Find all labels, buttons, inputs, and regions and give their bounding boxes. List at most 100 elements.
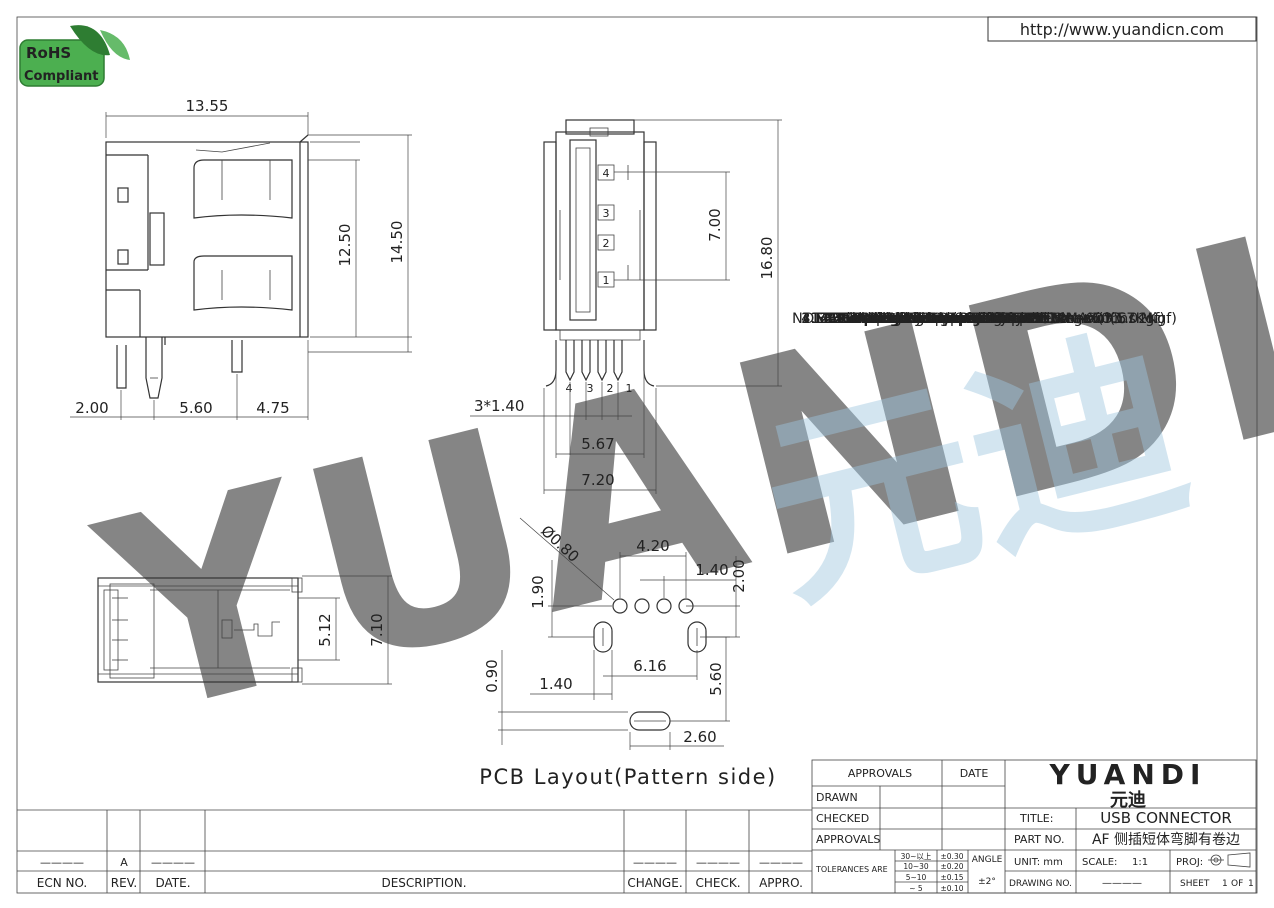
svg-text:SCALE:: SCALE:: [1082, 857, 1117, 868]
title-value: USB CONNECTOR: [1100, 809, 1232, 827]
note-line: 2.4 Insulation Resistance:1000 Mega ohms…: [792, 311, 1171, 327]
dim-0-90: 0.90: [483, 659, 501, 692]
sheet-border: [16, 16, 1258, 894]
svg-text:UNIT: mm: UNIT: mm: [1014, 857, 1063, 868]
svg-text:TITLE:: TITLE:: [1019, 812, 1053, 825]
svg-text:1: 1: [1222, 879, 1228, 889]
svg-text:10~30: 10~30: [903, 862, 929, 871]
dim-2-60: 2.60: [683, 728, 716, 746]
note-line: 1.2 terminals:Copper Alloy: [792, 311, 1009, 327]
dim-5-60-pcb: 5.60: [707, 662, 725, 695]
svg-text:CHECK.: CHECK.: [695, 876, 740, 890]
side-view: 13.55 12.50 14.50 2.00 5.60 4.75: [70, 97, 412, 420]
url-text: http://www.yuandicn.com: [1020, 20, 1224, 39]
dim-2-00-pcb: 2.00: [730, 559, 748, 592]
svg-text:2: 2: [603, 237, 610, 250]
dim-5-60: 5.60: [179, 399, 212, 417]
pcb-hole: [612, 598, 628, 614]
svg-text:±2°: ±2°: [978, 877, 996, 887]
dim-3x1-40: 3*1.40: [474, 397, 524, 415]
top-view: 5.12 7.10: [97, 575, 392, 685]
svg-text:1: 1: [626, 382, 633, 395]
dim-2-00: 2.00: [75, 399, 108, 417]
svg-text:1:1: 1:1: [1132, 857, 1148, 868]
rohs-text: RoHS: [26, 44, 71, 62]
note-line: 3.2 Connector Unmating force:10N min(1.0…: [792, 311, 1177, 327]
note-line: NOTES:: [792, 311, 847, 327]
svg-text:DRAWING NO.: DRAWING NO.: [1009, 879, 1072, 889]
svg-text:3: 3: [603, 207, 610, 220]
svg-text:APPROVALS: APPROVALS: [816, 833, 880, 846]
svg-text:CHANGE.: CHANGE.: [627, 876, 682, 890]
note-line: 1.3 Shell:Steel&Copper Alloy: [792, 311, 1024, 327]
note-line: 2.ELECTRICAL CHARACTERISTICS:: [792, 311, 1047, 327]
pcb-caption: PCB Layout(Pattern side): [479, 765, 776, 789]
dim-13-55: 13.55: [186, 97, 229, 115]
svg-text:————: ————: [1102, 878, 1142, 889]
note-line: 2.1 Rating Current :1.5 Ampere: [792, 311, 1052, 327]
svg-text:30~以上: 30~以上: [901, 852, 932, 861]
dim-6-16: 6.16: [633, 657, 666, 675]
svg-text:±0.15: ±0.15: [941, 873, 964, 882]
note-line: 4.ENVIRONMENT CHARACTERISTICS:: [792, 311, 1067, 327]
projection-symbol-icon: [1208, 852, 1251, 868]
side-body: [105, 141, 309, 338]
front-view: 4 3 2 1 4 3 2 1 7.00 16.80 3*1.40 5: [470, 119, 782, 494]
pcb-hole: [656, 598, 672, 614]
svg-text:~ 5: ~ 5: [909, 884, 923, 893]
note-line: 4.2 Storage temperature:-20℃ to +60℃: [792, 311, 1120, 327]
dim-5-67: 5.67: [581, 435, 614, 453]
svg-text:CHECKED: CHECKED: [816, 812, 869, 825]
svg-text:DESCRIPTION.: DESCRIPTION.: [381, 876, 466, 890]
pcb-hole: [634, 598, 650, 614]
part-value: AF 侧插短体弯脚有卷边: [1092, 831, 1240, 848]
dim-5-12: 5.12: [316, 613, 334, 646]
note-line: 1.1 Housing:thermoplastic plastics: [792, 311, 1066, 327]
svg-text:1: 1: [603, 274, 610, 287]
svg-text:APPROVALS: APPROVALS: [848, 767, 912, 780]
company-logo-cn: 元迪: [1110, 790, 1146, 811]
dim-12-50: 12.50: [336, 224, 354, 267]
svg-text:±0.30: ±0.30: [941, 852, 964, 861]
note-line: 2.3 Contact Resistance:30 Milli ohms: [792, 311, 1093, 327]
note-line: Tin plated in termination: [792, 311, 1018, 327]
note-line: Nickel Plated overall: [792, 311, 1005, 327]
note-line: 3.MECHANICAL CHARACTERISTICS:: [792, 311, 1055, 327]
note-line: Gold plated in contact area:: [792, 311, 1041, 327]
svg-text:OF: OF: [1231, 879, 1243, 889]
svg-text:————: ————: [759, 856, 803, 869]
dim-7-10: 7.10: [368, 613, 386, 646]
svg-text:SHEET: SHEET: [1180, 879, 1210, 889]
svg-text:————: ————: [151, 856, 195, 869]
rohs-logo: RoHS Compliant: [19, 25, 130, 87]
url-box: [987, 16, 1257, 42]
dim-4-20: 4.20: [636, 537, 669, 555]
svg-text:ANGLE: ANGLE: [972, 855, 1003, 865]
svg-text:4: 4: [603, 167, 610, 180]
dim-14-50: 14.50: [388, 221, 406, 264]
svg-text:2: 2: [607, 382, 614, 395]
svg-text:3: 3: [587, 382, 594, 395]
dim-1-40-left: 1.40: [539, 675, 572, 693]
note-line: 2.2 Rating Voltage :30 V Max: [792, 311, 1035, 327]
svg-text:APPRO.: APPRO.: [759, 876, 803, 890]
dim-7-20: 7.20: [581, 471, 614, 489]
dim-1-40-top: 1.40: [695, 561, 728, 579]
note-line: 4.1 Operating temperature:-0℃ to +50℃: [792, 311, 1127, 327]
svg-text:4: 4: [566, 382, 573, 395]
svg-text:DATE.: DATE.: [155, 876, 190, 890]
dim-4-75: 4.75: [256, 399, 289, 417]
company-logo: YUANDI: [1049, 758, 1207, 791]
svg-text:DRAWN: DRAWN: [816, 791, 858, 804]
title-block: APPROVALS DATE DRAWN CHECKED APPROVALS Y…: [811, 758, 1257, 894]
svg-text:PART NO.: PART NO.: [1014, 833, 1064, 846]
svg-text:1: 1: [1248, 879, 1254, 889]
svg-text:————: ————: [633, 856, 677, 869]
svg-text:5~10: 5~10: [906, 873, 927, 882]
svg-text:DATE: DATE: [960, 767, 989, 780]
note-line: 3.1 Connector Mating force: 35N MAX(3.57…: [792, 311, 1166, 327]
svg-text:TOLERANCES ARE: TOLERANCES ARE: [815, 865, 888, 874]
svg-text:ECN NO.: ECN NO.: [37, 876, 88, 890]
